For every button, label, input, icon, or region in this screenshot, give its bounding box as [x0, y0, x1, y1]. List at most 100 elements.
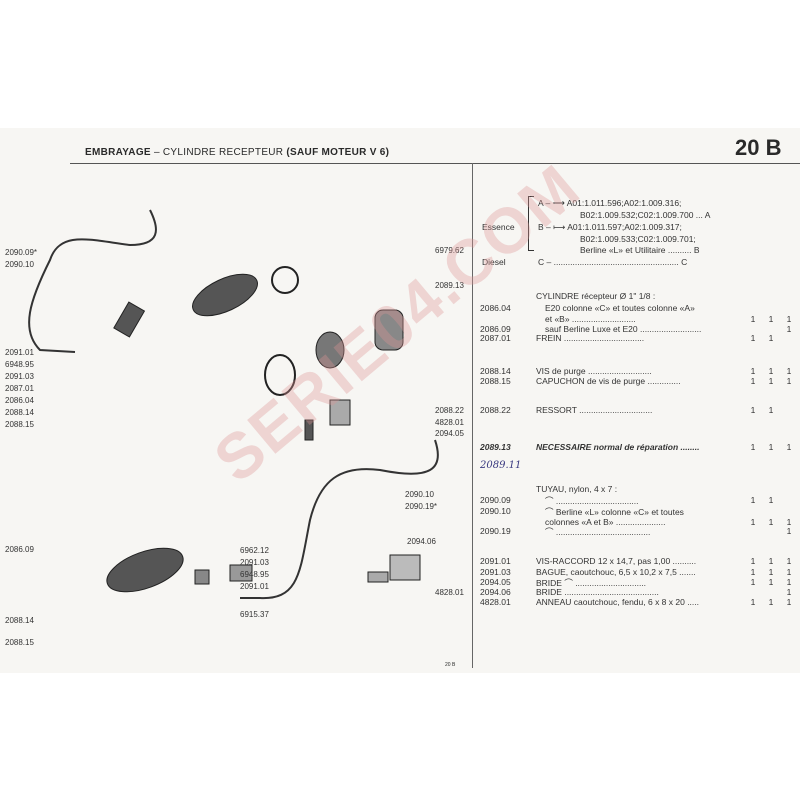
quantity-col-c: 1	[786, 556, 792, 566]
bride-2	[389, 554, 421, 581]
quantity-col-c: 1	[786, 567, 792, 577]
diagram-label: 2088.14	[5, 616, 34, 625]
part-row: 2088.22 RESSORT .........................…	[0, 405, 800, 416]
part-description: NECESSAIRE normal de réparation ........	[536, 442, 700, 452]
quantity-col-a: 1	[750, 495, 756, 505]
part-description: et «B» ...........................	[545, 314, 636, 324]
quantity-col-a: 1	[750, 333, 756, 343]
union-screw	[229, 564, 253, 582]
quantity-col-b: 1	[768, 376, 774, 386]
diagram-label: 2090.09*	[5, 248, 38, 257]
quantity-col-b: 1	[768, 495, 774, 505]
quantity-col-a: 1	[750, 314, 756, 324]
part-description: RESSORT ...............................	[536, 405, 653, 415]
part-number: 2088.15	[480, 376, 511, 386]
quantity-col-a: 1	[750, 366, 756, 376]
part-row: 2090.10⌒ Berline «L» colonne «C» et tout…	[0, 506, 800, 517]
diagram-label: 2088.15	[5, 638, 34, 647]
bracket	[113, 301, 146, 338]
part-description: ⌒ Berline «L» colonne «C» et toutes	[545, 507, 684, 517]
quantity-col-c: 1	[786, 577, 792, 587]
legend-a-2: B02:1.009.532;C02:1.009.700 ... A	[580, 210, 711, 220]
part-description: BRIDE ⌒ ..............................	[536, 578, 647, 588]
diagram-label: 6962.12	[240, 546, 269, 555]
diagram-label: 2090.10	[5, 260, 34, 269]
part-description: VIS-RACCORD 12 x 14,7, pas 1,00 ........…	[536, 556, 697, 566]
diagram-label: 2089.13	[435, 281, 464, 290]
part-description: VIS de purge ...........................	[536, 366, 652, 376]
quantity-col-b: 1	[768, 442, 774, 452]
diagram-label: 2088.22	[435, 406, 464, 415]
diagram-label: 2088.14	[5, 408, 34, 417]
part-description: sauf Berline Luxe et E20 ...............…	[545, 324, 702, 334]
pipe-lower	[240, 439, 439, 600]
exploded-diagram	[28, 209, 439, 600]
legend-a-1: A – ⟶ A01:1.011.596;A02:1.009.316;	[538, 198, 682, 208]
quantity-col-b: 1	[768, 333, 774, 343]
legend-b-1: B – ⟼ A01:1.011.597;A02:1.009.317;	[538, 222, 682, 232]
diagram-label: 2090.10	[405, 490, 434, 499]
part-row: TUYAU, nylon, 4 x 7 :	[0, 484, 800, 495]
piston	[315, 331, 345, 369]
part-description: ⌒ ...................................	[545, 496, 639, 506]
part-row: 2090.19⌒ ...............................…	[0, 526, 800, 537]
diagram-label: 2086.04	[5, 396, 34, 405]
diagram-label: 6915.37	[240, 610, 269, 619]
quantity-col-a: 1	[750, 556, 756, 566]
quantity-col-b: 1	[768, 314, 774, 324]
quantity-col-c: 1	[786, 517, 792, 527]
fitting	[194, 569, 210, 585]
diagram-label: 2091.01	[240, 582, 269, 591]
quantity-col-c: 1	[786, 314, 792, 324]
legend-c: C – ....................................…	[538, 257, 688, 267]
column-divider	[472, 163, 473, 668]
diagram-label: 4828.01	[435, 418, 464, 427]
quantity-col-c: 1	[786, 442, 792, 452]
diagram-label: 2094.05	[435, 429, 464, 438]
part-description: CYLINDRE récepteur Ø 1" 1/8 :	[536, 291, 656, 301]
quantity-col-a: 1	[750, 597, 756, 607]
diagram-label: 6948.95	[240, 570, 269, 579]
part-description: FREIN ..................................	[536, 333, 645, 343]
diagram-label: 2087.01	[5, 384, 34, 393]
part-row: CYLINDRE récepteur Ø 1" 1/8 :	[0, 291, 800, 302]
quantity-col-b: 1	[768, 597, 774, 607]
quantity-col-a: 1	[750, 517, 756, 527]
part-description: BAGUE, caoutchouc, 6,5 x 10,2 x 7,5 ....…	[536, 567, 696, 577]
diagram-label: 4828.01	[435, 588, 464, 597]
part-description: E20 colonne «C» et toutes colonne «A»	[545, 303, 695, 313]
diagram-label: 2086.09	[5, 545, 34, 554]
page-title: EMBRAYAGE – CYLINDRE RECEPTEUR (SAUF MOT…	[85, 147, 390, 158]
part-description: ⌒ ......................................…	[545, 527, 651, 537]
part-number: 2094.06	[480, 587, 511, 597]
part-row: 2090.09 ⌒ ...............................…	[0, 495, 800, 506]
header-divider	[70, 163, 800, 164]
page-number: 20 B	[735, 135, 782, 160]
quantity-col-b: 1	[768, 405, 774, 415]
quantity-col-c: 1	[786, 324, 792, 334]
part-description: ANNEAU caoutchouc, fendu, 6 x 8 x 20 ...…	[536, 597, 700, 607]
diagram-label: 2094.06	[407, 537, 436, 546]
legend-essence: Essence	[482, 222, 515, 232]
part-description: colonnes «A et B» .....................	[545, 517, 666, 527]
quantity-col-b: 1	[768, 577, 774, 587]
quantity-col-c: 1	[786, 597, 792, 607]
quantity-col-c: 1	[786, 587, 792, 597]
part-number: 2090.09	[480, 495, 511, 505]
quantity-col-b: 1	[768, 556, 774, 566]
part-row: 4828.01 ANNEAU caoutchouc, fendu, 6 x 8 x…	[0, 597, 800, 608]
handwritten-note: 2089.11	[480, 460, 522, 471]
part-number: 4828.01	[480, 597, 511, 607]
receiver-cylinder-upper	[192, 273, 258, 317]
part-number: 2094.05	[480, 577, 511, 587]
quantity-col-a: 1	[750, 567, 756, 577]
diagram-label: 2090.19*	[405, 502, 438, 511]
pipe-upper	[28, 209, 157, 353]
part-description: BRIDE ..................................…	[536, 587, 659, 597]
